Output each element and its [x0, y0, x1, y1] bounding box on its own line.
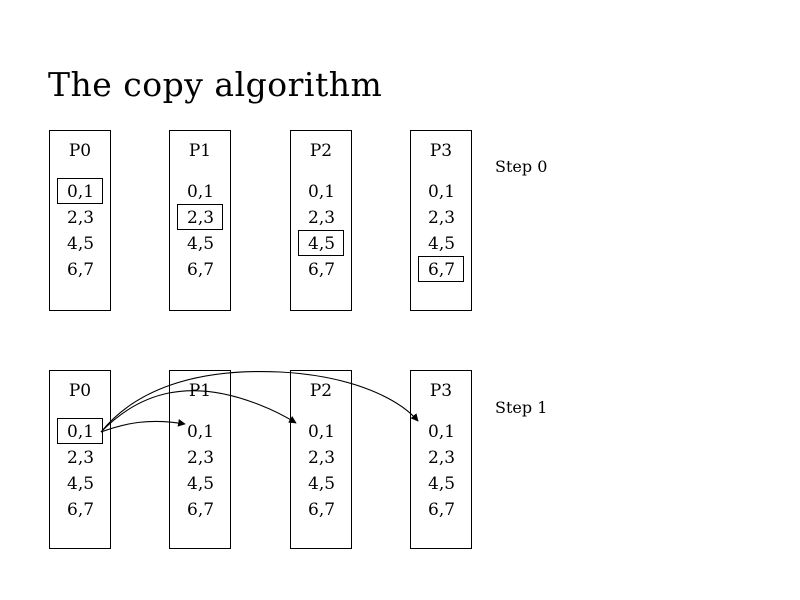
cell-p0-step1-0: 0,1 — [57, 418, 103, 444]
process-label-p2-step1: P2 — [309, 381, 333, 401]
process-box-p2-step0: P2 0,1 2,3 4,5 6,7 — [290, 130, 352, 311]
cell-p3-step0-3: 6,7 — [418, 256, 464, 282]
cell-p2-step0-2: 4,5 — [298, 230, 344, 256]
process-label-p3-step1: P3 — [429, 381, 453, 401]
cell-p0-step1-2: 4,5 — [67, 474, 95, 494]
process-box-p0-step1: P0 0,1 2,3 4,5 6,7 — [49, 370, 111, 549]
process-label-p3-step0: P3 — [429, 141, 453, 161]
cell-p2-step0-0: 0,1 — [308, 182, 336, 202]
cell-p2-step1-2: 4,5 — [308, 474, 336, 494]
cell-p0-step1-1: 2,3 — [67, 448, 95, 468]
cell-p3-step0-2: 4,5 — [428, 234, 456, 254]
cell-p0-step0-1: 2,3 — [67, 208, 95, 228]
cell-p1-step0-2: 4,5 — [187, 234, 215, 254]
cell-p1-step0-3: 6,7 — [187, 260, 215, 280]
arrow-p0-to-p3 — [100, 370, 419, 433]
cell-p1-step1-1: 2,3 — [187, 448, 215, 468]
process-label-p1-step0: P1 — [188, 141, 212, 161]
cell-p2-step1-3: 6,7 — [308, 500, 336, 520]
cell-list-p1-step0: 0,1 2,3 4,5 6,7 — [170, 178, 230, 294]
process-label-p0-step1: P0 — [68, 381, 92, 401]
cell-p2-step1-0: 0,1 — [308, 422, 336, 442]
step-label-0: Step 0 — [495, 157, 548, 176]
step-label-1: Step 1 — [495, 398, 548, 417]
cell-p0-step0-0: 0,1 — [57, 178, 103, 204]
process-label-p2-step0: P2 — [309, 141, 333, 161]
cell-p3-step0-1: 2,3 — [428, 208, 456, 228]
page-title: The copy algorithm — [48, 65, 383, 104]
cell-list-p3-step0: 0,1 2,3 4,5 6,7 — [411, 178, 471, 294]
cell-p2-step0-3: 6,7 — [308, 260, 336, 280]
cell-p2-step1-1: 2,3 — [308, 448, 336, 468]
process-box-p0-step0: P0 0,1 2,3 4,5 6,7 — [49, 130, 111, 311]
cell-list-p2-step0: 0,1 2,3 4,5 6,7 — [291, 178, 351, 294]
cell-p3-step1-3: 6,7 — [428, 500, 456, 520]
cell-p0-step1-3: 6,7 — [67, 500, 95, 520]
process-box-p3-step0: P3 0,1 2,3 4,5 6,7 — [410, 130, 472, 311]
cell-p1-step1-3: 6,7 — [187, 500, 215, 520]
process-box-p1-step0: P1 0,1 2,3 4,5 6,7 — [169, 130, 231, 311]
cell-p1-step0-1: 2,3 — [177, 204, 223, 230]
cell-list-p0-step0: 0,1 2,3 4,5 6,7 — [50, 178, 110, 294]
process-label-p0-step0: P0 — [68, 141, 92, 161]
process-label-p1-step1: P1 — [188, 381, 212, 401]
cell-list-p2-step1: 0,1 2,3 4,5 6,7 — [291, 418, 351, 534]
cell-p1-step0-0: 0,1 — [187, 182, 215, 202]
cell-p0-step0-3: 6,7 — [67, 260, 95, 280]
cell-p3-step0-0: 0,1 — [428, 182, 456, 202]
cell-p3-step1-0: 0,1 — [428, 422, 456, 442]
cell-p0-step0-2: 4,5 — [67, 234, 95, 254]
cell-p1-step1-0: 0,1 — [187, 422, 215, 442]
process-box-p2-step1: P2 0,1 2,3 4,5 6,7 — [290, 370, 352, 549]
cell-p3-step1-1: 2,3 — [428, 448, 456, 468]
cell-p2-step0-1: 2,3 — [308, 208, 336, 228]
cell-list-p3-step1: 0,1 2,3 4,5 6,7 — [411, 418, 471, 534]
cell-p1-step1-2: 4,5 — [187, 474, 215, 494]
cell-list-p1-step1: 0,1 2,3 4,5 6,7 — [170, 418, 230, 534]
process-box-p3-step1: P3 0,1 2,3 4,5 6,7 — [410, 370, 472, 549]
cell-p3-step1-2: 4,5 — [428, 474, 456, 494]
cell-list-p0-step1: 0,1 2,3 4,5 6,7 — [50, 418, 110, 534]
process-box-p1-step1: P1 0,1 2,3 4,5 6,7 — [169, 370, 231, 549]
